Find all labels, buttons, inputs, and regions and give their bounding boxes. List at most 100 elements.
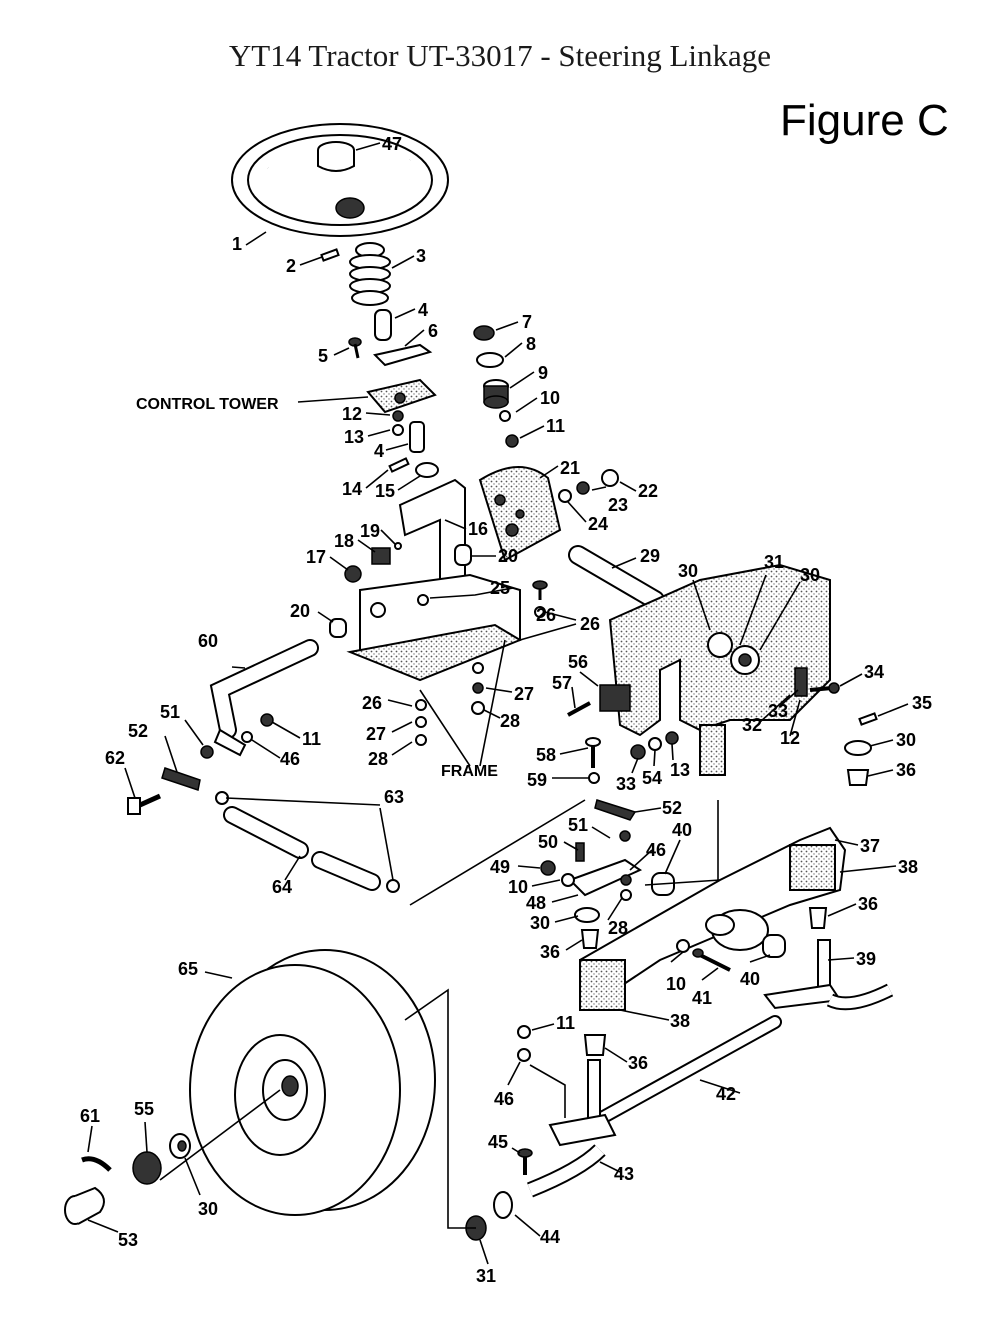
callout-28-b: 28	[368, 749, 388, 769]
washer	[499, 410, 511, 422]
ball-joint	[594, 799, 637, 821]
hub-cap	[64, 1186, 105, 1225]
callout-4-lower: 4	[374, 441, 384, 461]
callout-2: 2	[286, 256, 296, 276]
callout-59: 59	[527, 770, 547, 790]
callout-6: 6	[428, 321, 438, 341]
callout-11: 11	[546, 416, 565, 436]
bushing	[454, 544, 472, 566]
washer	[415, 716, 427, 728]
callout-20: 20	[498, 546, 518, 566]
callout-46-c: 46	[494, 1089, 514, 1109]
callout-38-b: 38	[670, 1011, 690, 1031]
washer	[493, 1191, 513, 1219]
axle-support-housing	[608, 563, 831, 776]
page-title: YT14 Tractor UT-33017 - Steering Linkage	[228, 38, 772, 73]
callout-43: 43	[614, 1164, 634, 1184]
pivot-rod	[568, 545, 665, 610]
callout-50: 50	[538, 832, 558, 852]
bushing	[762, 934, 786, 958]
washer	[517, 1048, 531, 1062]
callout-62: 62	[105, 748, 125, 768]
callout-46-b: 46	[646, 840, 666, 860]
leader-lines	[87, 142, 909, 1265]
callout-57: 57	[552, 673, 572, 693]
callout-labels: 47 1 2 3 4 5 6 7 8 9 10 11 12 13 4 14 15…	[80, 134, 932, 1286]
callout-31-b: 31	[476, 1266, 496, 1286]
nut	[472, 682, 484, 694]
washer	[415, 699, 427, 711]
frame-plate	[346, 573, 523, 682]
callout-12-right: 12	[780, 728, 800, 748]
steering-arm	[568, 858, 643, 897]
callout-12: 12	[342, 404, 362, 424]
washer	[676, 939, 690, 953]
callout-27: 27	[514, 684, 534, 704]
callout-36-b: 36	[858, 894, 878, 914]
callout-14: 14	[342, 479, 362, 499]
steering-shaft-lower	[409, 421, 425, 453]
callout-20-left: 20	[290, 601, 310, 621]
callout-7: 7	[522, 312, 532, 332]
callout-63: 63	[384, 787, 404, 807]
callout-58: 58	[536, 745, 556, 765]
pin	[388, 457, 410, 473]
nut	[540, 860, 556, 876]
callout-10: 10	[540, 388, 560, 408]
callout-65: 65	[178, 959, 198, 979]
nut	[517, 1025, 531, 1039]
callout-29: 29	[640, 546, 660, 566]
callout-26: 26	[536, 605, 556, 625]
spindle-right	[763, 939, 894, 1011]
drag-link	[209, 639, 319, 757]
callout-48: 48	[526, 893, 546, 913]
callout-1: 1	[232, 234, 242, 254]
washer	[476, 352, 504, 368]
nut	[630, 744, 646, 760]
callout-49: 49	[490, 857, 510, 877]
front-axle	[579, 826, 847, 1011]
bolt	[348, 337, 362, 359]
washer	[472, 662, 484, 674]
stop-block	[599, 684, 631, 712]
callout-56: 56	[568, 652, 588, 672]
callout-32: 32	[742, 715, 762, 735]
callout-16: 16	[468, 519, 488, 539]
callout-51: 51	[160, 702, 180, 722]
nut	[344, 565, 362, 583]
callout-40: 40	[672, 820, 692, 840]
bushing	[846, 769, 870, 786]
shaft-bracket	[373, 343, 433, 367]
callout-19: 19	[360, 521, 380, 541]
nut	[415, 734, 427, 746]
callout-26-b: 26	[580, 614, 600, 634]
nut	[601, 469, 619, 487]
bushing	[583, 1034, 607, 1056]
tire	[189, 949, 436, 1216]
callout-41: 41	[692, 988, 712, 1008]
steering-cap	[317, 141, 355, 172]
callout-28: 28	[500, 711, 520, 731]
callout-17: 17	[306, 547, 326, 567]
callout-4: 4	[418, 300, 428, 320]
nut	[392, 410, 404, 422]
callout-42: 42	[716, 1084, 736, 1104]
washer	[558, 489, 572, 503]
callout-30-d: 30	[530, 913, 550, 933]
washer	[588, 772, 600, 784]
callout-11-left: 11	[302, 729, 321, 749]
callout-52: 52	[128, 721, 148, 741]
washer	[471, 701, 485, 715]
callout-38: 38	[898, 857, 918, 877]
callout-52-b: 52	[662, 798, 682, 818]
callout-8: 8	[526, 334, 536, 354]
callout-24: 24	[588, 514, 608, 534]
callout-27-b: 27	[366, 724, 386, 744]
callout-51-b: 51	[568, 815, 588, 835]
bolt	[585, 737, 601, 747]
bushing	[329, 618, 347, 638]
callout-53: 53	[118, 1230, 138, 1250]
bolt	[517, 1148, 533, 1158]
washer	[392, 424, 404, 436]
